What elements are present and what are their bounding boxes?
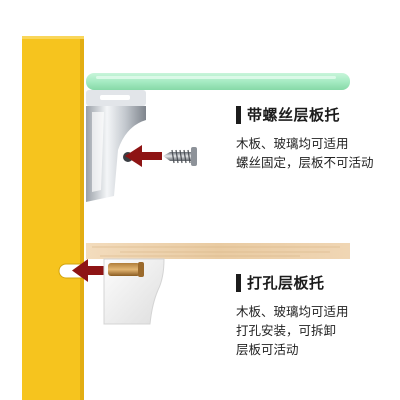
description-line: 螺丝固定，层板不可活动 xyxy=(236,155,374,170)
wall xyxy=(22,36,84,400)
screw-icon xyxy=(163,147,197,166)
arrow-left-icon xyxy=(72,259,104,282)
section-description: 木板、玻璃均可适用 螺丝固定，层板不可活动 xyxy=(236,134,374,172)
section-title: 打孔层板托 xyxy=(247,274,325,292)
glass-shelf xyxy=(86,73,350,90)
title-accent-bar xyxy=(236,105,241,124)
section-description: 木板、玻璃均可适用 打孔安装，可拆卸 层板可活动 xyxy=(236,302,349,359)
section-title: 带螺丝层板托 xyxy=(247,106,341,124)
description-line: 木板、玻璃均可适用 xyxy=(236,304,349,319)
wood-shelf xyxy=(86,243,350,259)
screw-bracket-info: 带螺丝层板托 木板、玻璃均可适用 螺丝固定，层板不可活动 xyxy=(236,104,374,172)
arrow-left-icon xyxy=(125,145,162,167)
shelf-pin-clip xyxy=(103,258,165,325)
description-line: 打孔安装，可拆卸 xyxy=(236,323,337,338)
description-line: 层板可活动 xyxy=(236,342,299,357)
title-accent-bar xyxy=(236,273,241,292)
drill-hole-bracket-info: 打孔层板托 木板、玻璃均可适用 打孔安装，可拆卸 层板可活动 xyxy=(236,272,349,359)
description-line: 木板、玻璃均可适用 xyxy=(236,136,349,151)
screw-bracket xyxy=(86,90,146,202)
